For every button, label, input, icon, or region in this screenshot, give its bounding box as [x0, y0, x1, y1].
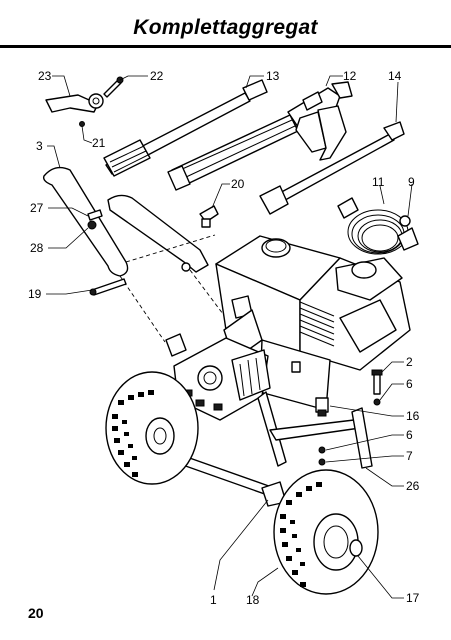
callout-20: 20 — [231, 177, 245, 191]
trigger-lock-23 — [45, 93, 104, 113]
spray-lance-13 — [103, 79, 268, 177]
seal-9 — [399, 215, 411, 227]
frame-3 — [42, 166, 236, 343]
callout-22: 22 — [150, 69, 164, 83]
wheel-left — [105, 371, 199, 485]
spray-gun-12 — [167, 81, 353, 191]
hose-11 — [337, 197, 419, 255]
washer-6-top — [373, 398, 381, 406]
callout-23: 23 — [38, 69, 52, 83]
page-title: Komplettaggregat — [133, 16, 318, 39]
callout-6-bottom: 6 — [406, 428, 413, 442]
callout-13: 13 — [266, 69, 280, 83]
callout-2: 2 — [406, 355, 413, 369]
callout-11: 11 — [372, 175, 385, 189]
nut-21 — [79, 121, 85, 127]
fitting-20 — [199, 205, 219, 228]
bolt-19 — [89, 278, 127, 296]
callout-3: 3 — [36, 139, 43, 153]
bolt-2 — [371, 369, 383, 395]
callout-18: 18 — [246, 593, 260, 607]
page-number: 20 — [28, 605, 44, 621]
callout-26: 26 — [406, 479, 420, 493]
callout-21: 21 — [92, 136, 106, 150]
nozzle-lance-14 — [259, 121, 405, 215]
callout-17: 17 — [406, 591, 420, 605]
washer-6-bottom — [318, 446, 326, 454]
callout-19: 19 — [28, 287, 42, 301]
callout-12: 12 — [343, 69, 357, 83]
callout-7: 7 — [406, 449, 413, 463]
callout-labels: 23 22 21 13 12 14 3 20 11 9 27 28 19 2 6… — [28, 69, 420, 607]
callout-16: 16 — [406, 409, 420, 423]
callout-28: 28 — [30, 241, 44, 255]
title-divider — [0, 45, 451, 48]
callout-14: 14 — [388, 69, 402, 83]
callout-6-top: 6 — [406, 377, 413, 391]
callout-9: 9 — [408, 175, 415, 189]
nut-7 — [318, 458, 326, 466]
callout-27: 27 — [30, 201, 44, 215]
nut-28 — [87, 220, 97, 230]
bushing-16 — [315, 397, 329, 417]
wheel-right — [273, 469, 379, 595]
screw-27 — [87, 209, 103, 221]
callout-1: 1 — [210, 593, 217, 607]
leader-lines — [46, 75, 413, 599]
